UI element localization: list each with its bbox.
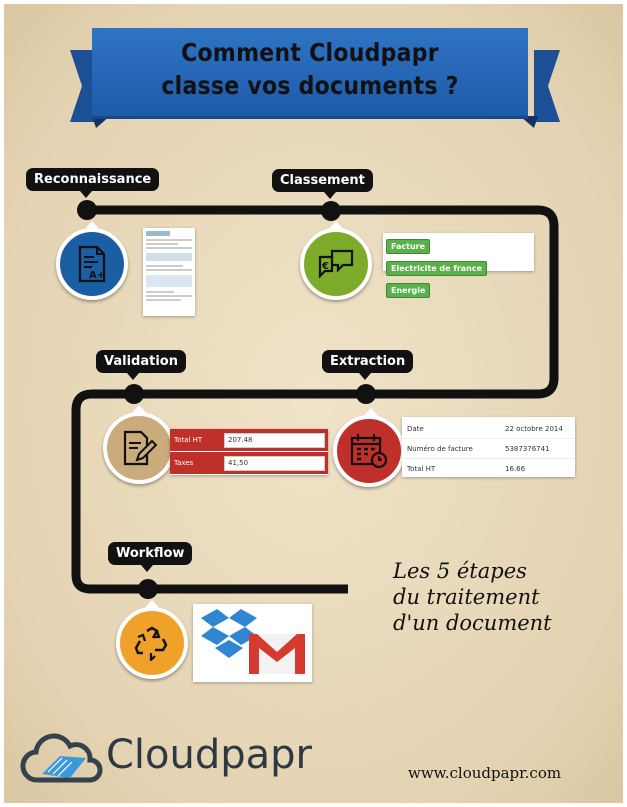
gmail-icon <box>249 634 305 674</box>
label-pointer <box>80 191 92 198</box>
classement-badge: € <box>300 228 372 300</box>
label-pointer <box>324 192 336 199</box>
recycle-icon <box>134 626 168 661</box>
tagline-line: du traitement <box>393 585 540 609</box>
svg-text:€: € <box>321 261 329 272</box>
document-pen-icon <box>123 430 157 466</box>
dropbox-gmail-logos <box>201 609 305 674</box>
reconnaissance-badge: A+ <box>56 228 128 300</box>
banner-ribbon <box>70 50 560 128</box>
page-title: Comment Cloudpapr classe vos documents ? <box>118 28 502 102</box>
integrations-panel <box>193 604 312 682</box>
validation-form: Total HT 207.48 Taxes 41,50 <box>170 429 328 475</box>
track-node <box>138 579 158 599</box>
step-label-classement: Classement <box>272 169 373 192</box>
document-grade-icon: A+ <box>78 245 105 283</box>
badge-tip <box>130 405 148 415</box>
title-banner: Comment Cloudpapr classe vos documents ? <box>92 28 528 119</box>
tag-chip: Electricite de france <box>386 261 488 276</box>
label-pointer <box>141 565 153 572</box>
label-pointer <box>127 373 139 380</box>
form-row-taxes: Taxes 41,50 <box>170 452 328 475</box>
extraction-badge <box>333 415 405 487</box>
form-row-total-ht: Total HT 207.48 <box>170 429 328 452</box>
category-tags-panel: FactureElectricite de franceEnergie <box>383 233 534 298</box>
step-label-workflow: Workflow <box>108 542 193 565</box>
brand-url[interactable]: www.cloudpapr.com <box>408 764 562 782</box>
badge-tip <box>83 221 101 231</box>
badge-tip <box>362 408 380 418</box>
tagline: Les 5 étapes du traitement d'un document <box>393 558 552 636</box>
step-label-extraction: Extraction <box>322 350 414 373</box>
validation-badge <box>103 412 175 484</box>
taxes-input[interactable]: 41,50 <box>224 455 325 471</box>
tagline-line: d'un document <box>393 611 552 635</box>
speech-bubbles-euro-icon: € <box>318 249 354 279</box>
track-node <box>124 384 144 404</box>
track-node <box>77 200 97 220</box>
track-node <box>321 201 341 221</box>
scanned-document-thumbnail <box>143 228 195 316</box>
calendar-clock-icon <box>350 434 388 469</box>
svg-text:A+: A+ <box>89 270 105 281</box>
tag-chip: Facture <box>386 239 431 254</box>
step-label-validation: Validation <box>96 350 186 373</box>
cloudpapr-logo-icon <box>20 733 103 783</box>
badge-tip <box>327 221 345 231</box>
total-ht-input[interactable]: 207.48 <box>224 432 325 448</box>
title-line-1: Comment Cloudpapr <box>181 38 439 67</box>
field-label: Total HT <box>174 436 203 444</box>
title-line-2: classe vos documents ? <box>161 71 459 100</box>
track-node <box>356 384 376 404</box>
dropbox-icon <box>201 609 257 658</box>
step-label-reconnaissance: Reconnaissance <box>26 168 160 191</box>
tag-chip: Energie <box>386 283 431 298</box>
brand-name: Cloudpapr <box>106 732 312 778</box>
badge-tip <box>143 600 161 610</box>
field-label: Taxes <box>174 459 194 467</box>
workflow-badge <box>116 607 188 679</box>
label-pointer <box>359 373 371 380</box>
tagline-line: Les 5 étapes <box>393 559 527 583</box>
